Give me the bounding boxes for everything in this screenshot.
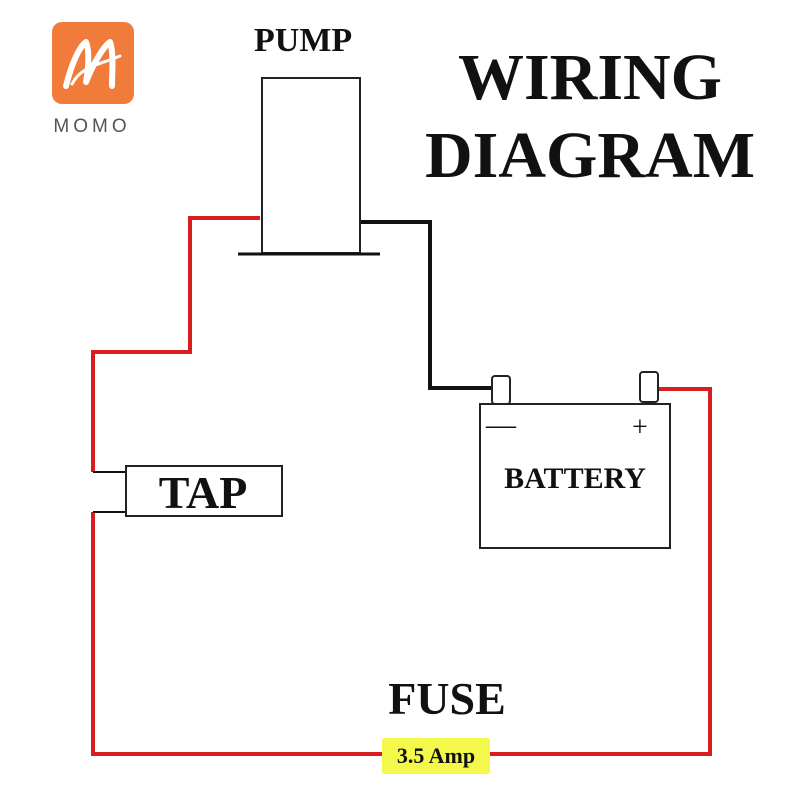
battery-body xyxy=(479,403,671,549)
pump-body xyxy=(261,77,361,254)
battery-negative-terminal xyxy=(491,375,511,405)
tap-label: TAP xyxy=(158,467,248,518)
red-wire-tap-to-battery xyxy=(91,387,712,756)
battery-label: BATTERY xyxy=(504,462,646,495)
logo-mark xyxy=(52,22,134,104)
pump-label: PUMP xyxy=(254,22,353,59)
diagram-title-line-2: DIAGRAM xyxy=(425,119,755,192)
battery-positive-terminal xyxy=(639,371,659,403)
black-wire-pump-to-battery xyxy=(360,220,492,390)
battery-positive-sign: + xyxy=(632,412,648,443)
fuse-rating-badge: 3.5 Amp xyxy=(382,738,490,774)
momo-logo-icon xyxy=(52,22,134,104)
battery-negative-sign: — xyxy=(486,408,516,441)
logo-brand-text: MOMO xyxy=(53,116,131,137)
red-wire-pump-to-tap xyxy=(91,216,260,472)
diagram-title-line-1: WIRING xyxy=(457,41,723,114)
tap-box xyxy=(125,465,283,517)
fuse-label: FUSE xyxy=(388,673,506,724)
